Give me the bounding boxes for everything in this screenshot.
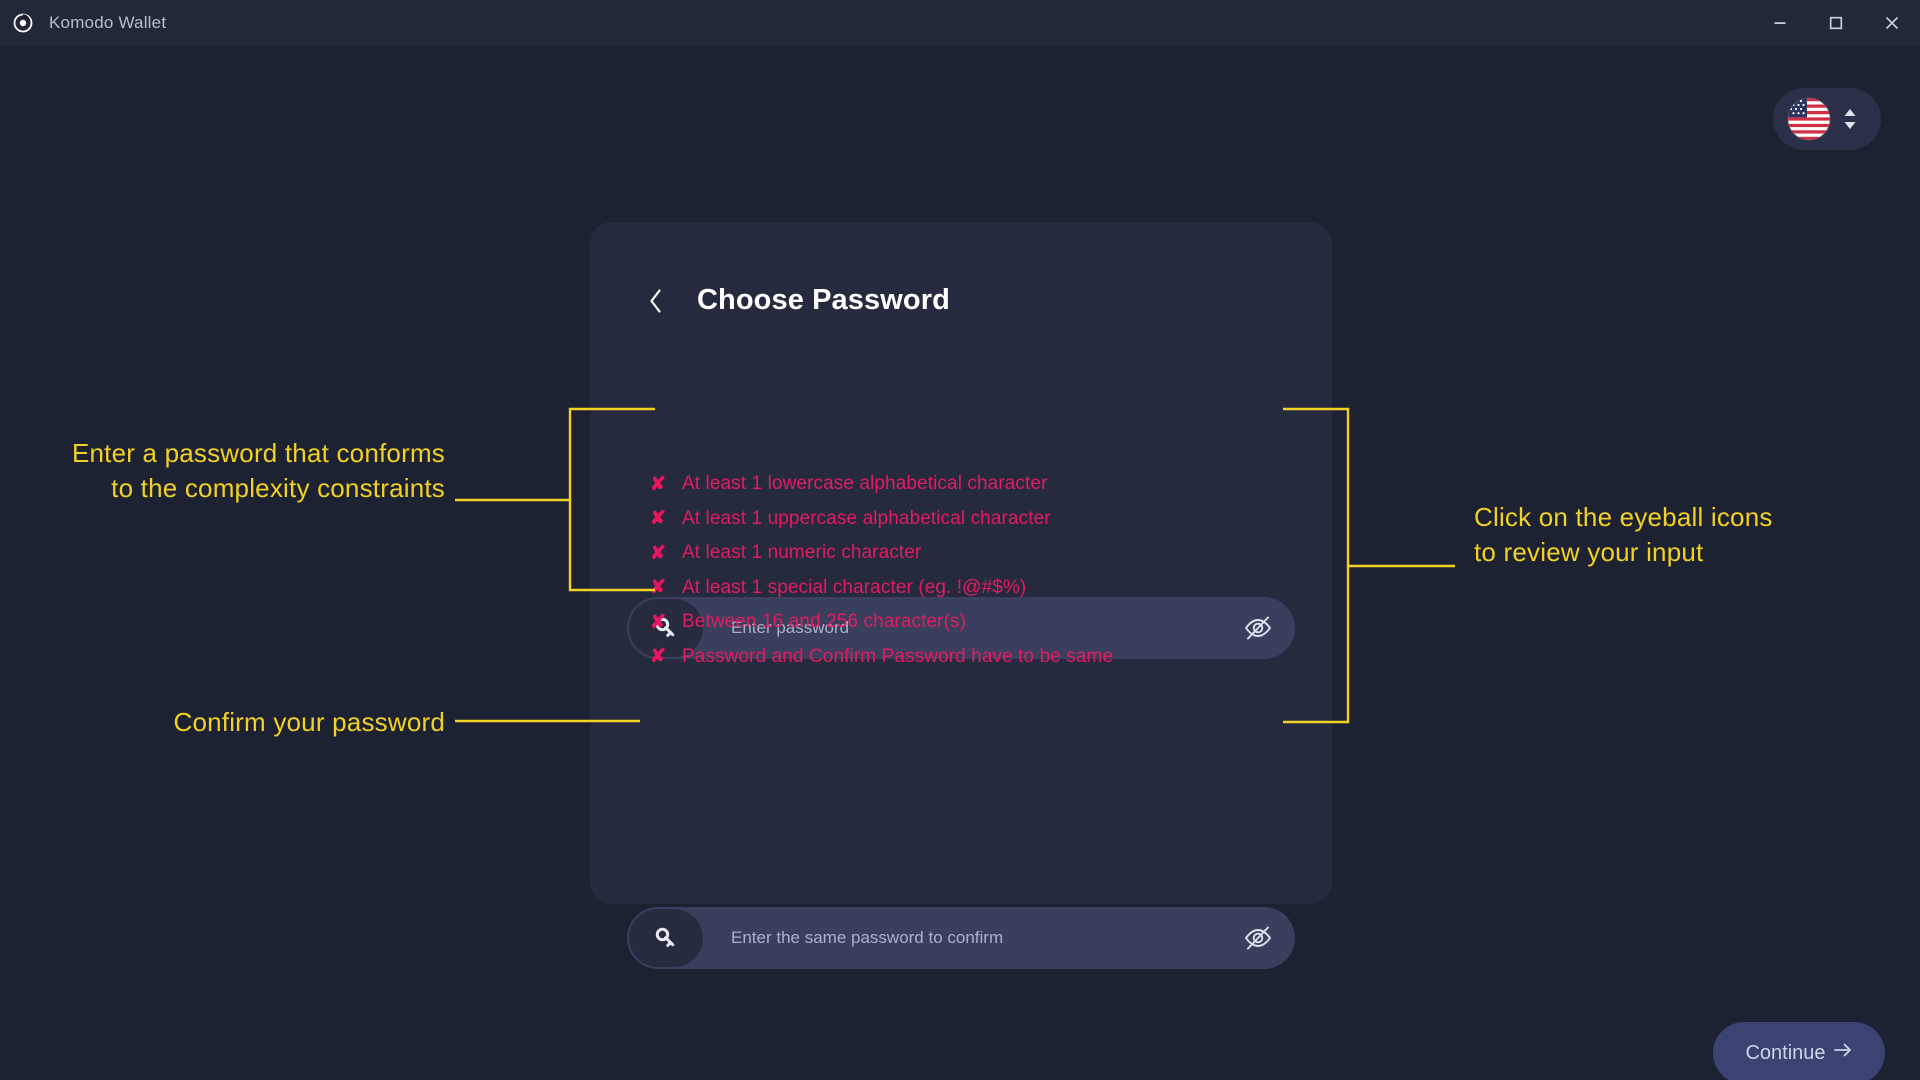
arrow-right-icon — [1833, 1041, 1853, 1065]
annotation-eyeball-note: Click on the eyeball icons to review you… — [1474, 502, 1773, 567]
us-flag-icon — [1788, 98, 1830, 140]
komodo-logo-icon — [13, 13, 33, 33]
key-icon — [629, 909, 703, 967]
chevron-left-icon[interactable] — [645, 286, 667, 316]
invalid-icon: ✘ — [650, 473, 666, 495]
invalid-icon: ✘ — [650, 646, 666, 668]
annotation-confirm-note: Confirm your password — [173, 707, 445, 737]
validation-rule: ✘ At least 1 special character (eg. !@#$… — [650, 571, 1290, 606]
page-title: Choose Password — [697, 284, 950, 316]
validation-rule: ✘ At least 1 uppercase alphabetical char… — [650, 502, 1290, 537]
validation-rule-label: At least 1 numeric character — [682, 542, 922, 564]
title-bar: Komodo Wallet — [0, 0, 1920, 46]
eye-off-icon[interactable] — [1221, 909, 1295, 967]
language-selector[interactable] — [1773, 88, 1881, 150]
validation-rule: ✘ At least 1 numeric character — [650, 536, 1290, 571]
validation-rule-label: At least 1 lowercase alphabetical charac… — [682, 473, 1048, 495]
invalid-icon: ✘ — [650, 577, 666, 599]
validation-rule: ✘ Between 16 and 256 character(s) — [650, 605, 1290, 640]
close-icon[interactable] — [1864, 0, 1920, 46]
eye-off-icon[interactable] — [1221, 599, 1295, 657]
app-title: Komodo Wallet — [49, 13, 167, 32]
invalid-icon: ✘ — [650, 542, 666, 564]
password-validation-list: ✘ At least 1 lowercase alphabetical char… — [650, 467, 1290, 674]
invalid-icon: ✘ — [650, 611, 666, 633]
maximize-icon[interactable] — [1808, 0, 1864, 46]
minimize-icon[interactable] — [1752, 0, 1808, 46]
key-icon — [629, 599, 703, 657]
validation-rule-label: Password and Confirm Password have to be… — [682, 645, 1114, 667]
card-header: Choose Password — [645, 284, 950, 317]
continue-button[interactable]: Continue — [1713, 1022, 1885, 1080]
chevron-up-down-icon[interactable] — [1840, 106, 1860, 132]
validation-rule-label: At least 1 uppercase alphabetical charac… — [682, 507, 1051, 529]
validation-rule-label: Between 16 and 256 character(s) — [682, 611, 967, 633]
validation-rule: ✘ Password and Confirm Password have to … — [650, 640, 1290, 675]
confirm-password-field[interactable] — [627, 907, 1295, 969]
choose-password-card: Choose Password — [590, 222, 1885, 1080]
validation-rule: ✘ At least 1 lowercase alphabetical char… — [650, 467, 1290, 502]
password-field[interactable] — [627, 597, 1295, 659]
validation-rule-label: At least 1 special character (eg. !@#$%) — [682, 576, 1027, 598]
confirm-password-input[interactable] — [703, 928, 1221, 948]
invalid-icon: ✘ — [650, 508, 666, 530]
password-input[interactable] — [703, 618, 1221, 638]
annotation-password-note: Enter a password that conforms to the co… — [71, 438, 445, 503]
continue-button-label: Continue — [1745, 1041, 1826, 1064]
